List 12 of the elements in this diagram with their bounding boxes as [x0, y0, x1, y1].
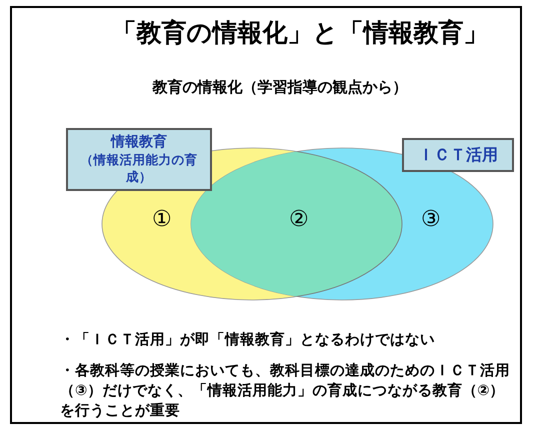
note-text: ・各教科等の授業においても、教科目標の達成のためのＩＣＴ活用（③）だけでなく、「情報活用能力」の育成につながる教育（②）を行うことが重要: [60, 362, 510, 421]
label-box: [402, 138, 514, 172]
subtitle: 教育の情報化（学習指導の観点から）: [151, 78, 408, 97]
label-heading: ＩＣＴ活用: [417, 144, 499, 166]
region-number: ②: [289, 207, 309, 232]
label-box: [66, 128, 212, 191]
title: 「教育の情報化」と「情報教育」: [110, 17, 490, 49]
region-number: ①: [152, 207, 172, 232]
note-text: ・「ＩＣＴ活用」が即「情報教育」となるわけではない: [60, 330, 436, 350]
region-number: ③: [421, 207, 441, 232]
label-heading: 情報教育: [109, 134, 168, 151]
label-subtext: （情報活用能力の育成）: [80, 151, 198, 185]
